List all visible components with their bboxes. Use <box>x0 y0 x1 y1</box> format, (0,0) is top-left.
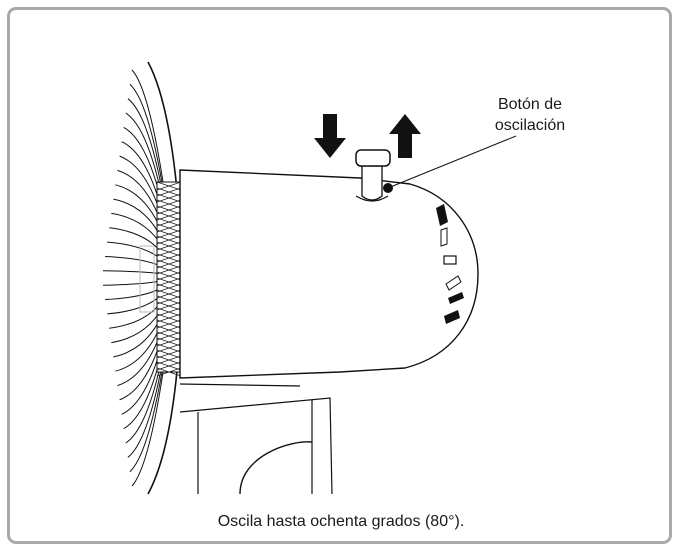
oscillation-button-label-line1: Botón de <box>497 96 563 113</box>
hub-hatch-line <box>156 217 182 227</box>
hub-hatch-line <box>156 277 182 287</box>
hub-hatch-line <box>156 343 182 353</box>
hub-hatch-line <box>156 247 182 257</box>
hub-hatch-line <box>156 289 182 299</box>
guard-wire <box>131 351 167 487</box>
hub-hatch-line <box>156 223 182 233</box>
hub-hatch-line <box>156 349 182 359</box>
hub-hatch-line <box>156 253 182 263</box>
hub-hatch-line <box>156 313 182 323</box>
hub-hatch-line <box>156 301 182 311</box>
oscillation-button-label-line2: oscilación <box>494 117 566 134</box>
callout-leader <box>387 135 517 189</box>
hub-hatch-line <box>156 355 182 365</box>
guard-bracket <box>139 245 155 313</box>
hub-hatch-line <box>156 193 182 203</box>
hub-hatch-line <box>156 367 182 377</box>
up-arrow-icon <box>389 114 421 158</box>
hub-hatch-line <box>156 181 182 191</box>
guard-hub <box>156 181 182 377</box>
hub-hatch-line <box>156 325 182 335</box>
hub-hatch-line <box>156 229 182 239</box>
hub-hatch-line <box>156 337 182 347</box>
down-arrow-icon <box>314 114 346 158</box>
oscillation-knob <box>355 149 391 202</box>
hub-hatch-line <box>156 283 182 293</box>
figure-caption: Oscila hasta ochenta grados (80°). <box>217 513 465 530</box>
hub-hatch-line <box>156 187 182 197</box>
fan-neck <box>179 397 333 495</box>
guard-wire <box>131 69 167 203</box>
hub-hatch-line <box>156 211 182 221</box>
hub-hatch-line <box>156 271 182 281</box>
hub-hatch-line <box>156 199 182 209</box>
hub-hatch-line <box>156 265 182 275</box>
hub-hatch-line <box>156 331 182 341</box>
hub-hatch-line <box>156 307 182 317</box>
vent-slots <box>436 204 464 324</box>
hub-hatch-line <box>156 361 182 371</box>
oscillation-button-label: Botón de oscilación <box>470 94 590 136</box>
hub-hatch-line <box>156 235 182 245</box>
hub-hatch-line <box>156 259 182 269</box>
motor-housing <box>179 169 479 379</box>
hub-hatch-line <box>156 241 182 251</box>
callout-dot <box>383 183 393 193</box>
hub-hatch-line <box>156 319 182 329</box>
hub-hatch-line <box>156 205 182 215</box>
stand-bracket <box>239 441 313 495</box>
housing-seam <box>179 383 301 387</box>
hub-hatch-line <box>156 295 182 305</box>
